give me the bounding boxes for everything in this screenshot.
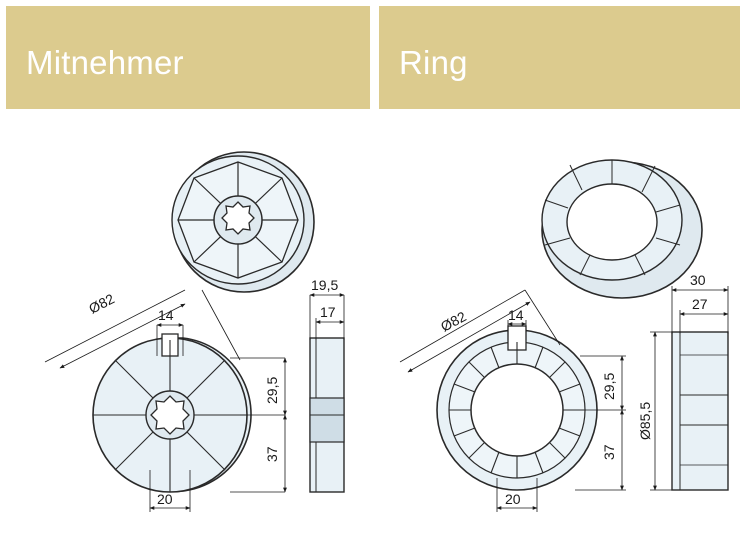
mitnehmer-bottom-width-label: 20 <box>157 491 173 507</box>
ring-side-inner-label: 27 <box>692 296 708 312</box>
mitnehmer-title: Mitnehmer <box>26 44 184 81</box>
mitnehmer-side-dimensions <box>309 293 345 340</box>
mitnehmer-3d-view <box>171 151 315 293</box>
mitnehmer-side-view <box>309 337 345 493</box>
ring-front-view <box>436 325 598 491</box>
ring-lower-height-label: 37 <box>601 444 617 460</box>
mitnehmer-side-inner-label: 17 <box>320 304 336 320</box>
ring-bottom-width-label: 20 <box>505 491 521 507</box>
ring-side-total-label: 30 <box>690 272 706 288</box>
mitnehmer-diameter-label: Ø82 <box>86 290 117 316</box>
mitnehmer-notch-label: 14 <box>158 307 174 323</box>
mitnehmer-side-total-label: 19,5 <box>311 277 338 293</box>
ring-notch-label: 14 <box>508 307 524 323</box>
ring-side-dimensions <box>650 286 729 491</box>
ring-upper-height-label: 29,5 <box>601 373 617 400</box>
mitnehmer-upper-height-label: 29,5 <box>264 377 280 404</box>
mitnehmer-header: Mitnehmer <box>6 6 370 109</box>
ring-side-diameter-label: Ø85,5 <box>637 402 653 440</box>
ring-3d-view <box>541 159 703 299</box>
mitnehmer-dimensions <box>44 289 287 512</box>
ring-header: Ring <box>379 6 740 109</box>
ring-title: Ring <box>399 44 468 81</box>
ring-dimensions <box>399 289 626 512</box>
mitnehmer-front-view <box>92 333 252 493</box>
ring-diameter-label: Ø82 <box>438 308 469 335</box>
mitnehmer-lower-height-label: 37 <box>264 446 280 462</box>
ring-side-view <box>671 331 729 491</box>
